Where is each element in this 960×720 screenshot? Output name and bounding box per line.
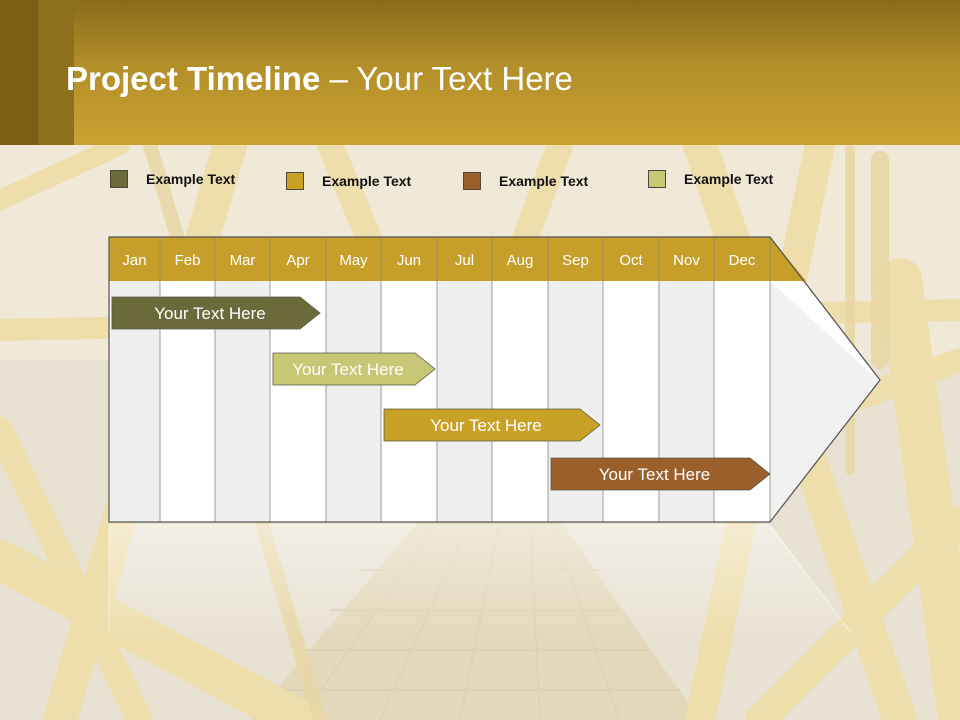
task-label: Your Text Here: [599, 465, 711, 484]
task-bar: [550, 457, 771, 491]
legend-label: Example Text: [499, 173, 589, 189]
header-accent-strip: [38, 0, 74, 145]
header-accent-strip: [0, 0, 38, 145]
timeline-reflection: [109, 524, 860, 642]
task-bar: [111, 296, 321, 330]
month-label: Sep: [562, 252, 589, 269]
legend-swatch: [286, 172, 304, 190]
page-title: Project Timeline – Your Text Here: [66, 60, 573, 98]
month-label: Apr: [286, 252, 309, 269]
legend-label: Example Text: [146, 171, 236, 187]
month-label: Jun: [397, 252, 421, 269]
timeline-reflection-edge: [769, 525, 851, 633]
month-column: [326, 281, 381, 522]
legend-label: Example Text: [322, 173, 412, 189]
legend-item: Example Text: [648, 170, 773, 188]
task-bar: [272, 352, 436, 386]
task-bar: [383, 408, 601, 442]
month-label: Aug: [507, 252, 534, 269]
legend-item: Example Text: [286, 172, 411, 190]
month-label: Mar: [230, 252, 256, 269]
month-label: Jan: [122, 252, 146, 269]
task-label: Your Text Here: [292, 360, 404, 379]
legend-swatch: [110, 170, 128, 188]
legend-item: Example Text: [463, 172, 588, 190]
page-title-bold: Project Timeline: [66, 60, 321, 97]
timeline-arrow-tip: [770, 281, 878, 522]
month-label: Jul: [455, 252, 474, 269]
legend-swatch: [648, 170, 666, 188]
month-column: [492, 281, 548, 522]
page-title-rest: – Your Text Here: [320, 60, 573, 97]
month-label: May: [339, 252, 368, 269]
legend-swatch: [463, 172, 481, 190]
legend-item: Example Text: [110, 170, 235, 188]
month-label: Oct: [619, 252, 643, 269]
month-column: [437, 281, 492, 522]
timeline-arrow-outline: [108, 236, 881, 523]
month-label: Dec: [729, 252, 756, 269]
task-label: Your Text Here: [430, 416, 542, 435]
legend-label: Example Text: [684, 171, 774, 187]
month-column: [381, 281, 437, 522]
month-label: Feb: [175, 252, 201, 269]
month-label: Nov: [673, 252, 700, 269]
task-label: Your Text Here: [154, 304, 266, 323]
month-header-band: [109, 237, 806, 281]
header-banner: Project Timeline – Your Text Here: [0, 0, 960, 145]
